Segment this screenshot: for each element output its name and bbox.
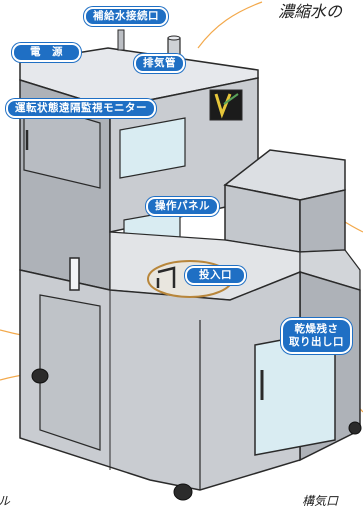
label-control-panel: 操作パネル xyxy=(146,197,219,216)
hopper-side xyxy=(300,190,345,252)
leader-line-top-right xyxy=(198,2,262,48)
left-lower-door xyxy=(40,295,100,450)
door-handle-left xyxy=(70,258,79,290)
label-residue-outlet-line1: 乾燥残さ xyxy=(289,323,344,336)
text-top-right-cropped: 濃縮水の xyxy=(278,0,342,22)
text-bottom-left-cropped: ル xyxy=(0,492,10,509)
label-remote-monitor: 運転状態遠隔監視モニター xyxy=(6,99,156,118)
text-bottom-right-cropped: 構気口 xyxy=(302,492,338,509)
label-residue-outlet-line2: 取り出し口 xyxy=(289,336,344,349)
label-residue-outlet: 乾燥残さ 取り出し口 xyxy=(281,318,352,354)
supply-water-post xyxy=(118,30,124,50)
label-exhaust-pipe: 排気管 xyxy=(134,54,185,73)
label-power: 電 源 xyxy=(12,43,81,62)
label-supply-water-port: 補給水接続口 xyxy=(84,7,168,26)
label-input-port: 投入口 xyxy=(185,266,246,285)
